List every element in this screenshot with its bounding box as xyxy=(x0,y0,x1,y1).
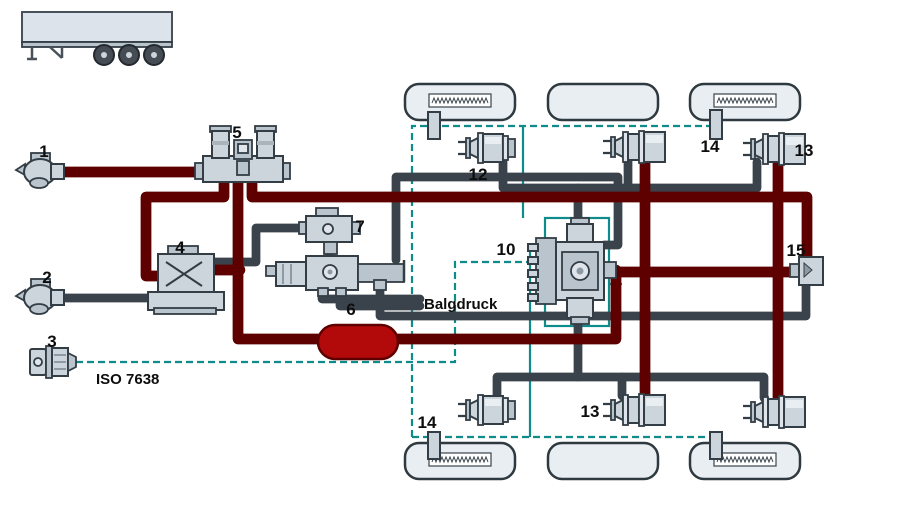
tire-mid-left xyxy=(546,82,660,122)
valve-6 xyxy=(265,255,406,297)
label-1: 1 xyxy=(39,142,48,161)
tire-mid-right xyxy=(546,441,660,481)
valve-4 xyxy=(147,245,225,315)
label-iso7638: ISO 7638 xyxy=(96,371,159,388)
wheel-speed-sensors xyxy=(427,109,723,460)
label-5: 5 xyxy=(232,123,241,142)
labels: 1 2 3 4 5 6 7 10 12 13 13 14 14 15 Balgd… xyxy=(39,123,813,432)
label-7: 7 xyxy=(355,217,364,236)
label-2: 2 xyxy=(42,268,51,287)
air-reservoir xyxy=(316,323,400,361)
brake-chamber-13-bottom-rear xyxy=(741,394,807,430)
trailer-body xyxy=(21,11,173,43)
valve-15 xyxy=(789,256,824,286)
brake-chamber-bottom-front xyxy=(456,393,517,427)
coupling-head-2 xyxy=(15,278,65,315)
label-10: 10 xyxy=(497,240,516,259)
label-3: 3 xyxy=(47,332,56,351)
label-15: 15 xyxy=(787,241,806,260)
sensor-top-front xyxy=(427,111,441,140)
label-balgdruck: Balgdruck xyxy=(424,296,498,313)
valve-5 xyxy=(194,125,291,183)
label-13-bottom: 13 xyxy=(581,402,600,421)
label-12: 12 xyxy=(469,165,488,184)
label-6: 6 xyxy=(346,300,355,319)
label-14-top: 14 xyxy=(701,137,720,156)
iso7638-connector xyxy=(29,345,77,379)
label-14-bottom: 14 xyxy=(418,413,437,432)
components xyxy=(15,109,824,460)
brake-chamber-13-bottom-mid xyxy=(601,392,667,428)
sensor-top-rear xyxy=(709,109,723,140)
sensor-bottom-rear xyxy=(709,431,723,460)
ebs-modulator-10 xyxy=(527,217,617,325)
brake-chamber-12 xyxy=(456,131,517,165)
label-13-top: 13 xyxy=(795,141,814,160)
sensor-bottom-front xyxy=(427,431,441,460)
sensor-harness-top xyxy=(410,124,717,437)
brake-chamber-13-top-mid xyxy=(601,129,667,165)
trailer-landing-gear xyxy=(27,46,64,61)
trailer-wheels xyxy=(93,44,165,66)
valve-7 xyxy=(298,207,361,255)
label-4: 4 xyxy=(175,238,185,257)
trailer-icon xyxy=(21,11,173,66)
